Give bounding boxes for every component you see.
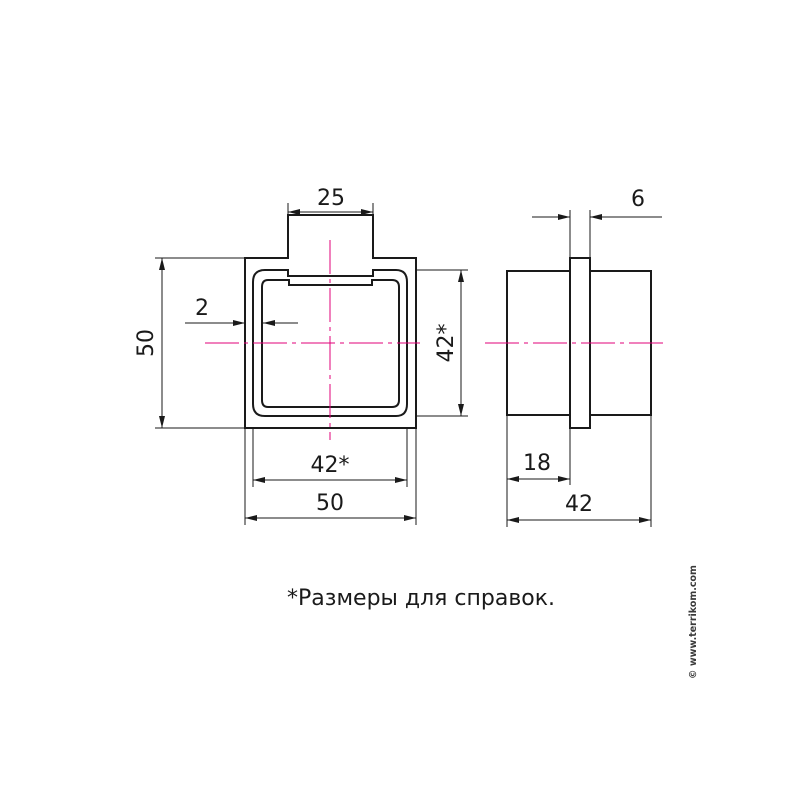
dim-body-offset: 18 <box>506 415 571 527</box>
dim-offset-label: 18 <box>523 451 551 476</box>
dim-inner-width-label: 42* <box>311 453 350 478</box>
dim-inner-height-label: 42* <box>434 324 459 363</box>
dim-length-label: 42 <box>565 492 593 517</box>
front-view: 25 2 50 42* <box>134 186 468 525</box>
reference-note: *Размеры для справок. <box>287 586 555 611</box>
dim-top-width: 25 <box>287 186 374 215</box>
dim-total-length: 42 <box>507 415 652 527</box>
dim-outer-height: 50 <box>134 257 245 429</box>
copyright-text: © www.terrikom.com <box>688 565 699 679</box>
dim-inner-width: 42* <box>252 428 408 487</box>
dim-flange-label: 6 <box>631 187 645 212</box>
front-inner-contour <box>252 269 408 417</box>
front-outer-contour <box>244 214 417 429</box>
dim-outer-width-label: 50 <box>316 491 344 516</box>
dim-outer-height-label: 50 <box>134 329 159 357</box>
dim-flange-thickness: 6 <box>532 187 662 258</box>
dim-outer-width: 50 <box>244 428 417 525</box>
dim-wall-thickness: 2 <box>185 296 298 326</box>
dim-wall-label: 2 <box>195 296 209 321</box>
dim-inner-height: 42* <box>416 269 468 417</box>
side-view: 6 18 42 <box>485 187 665 527</box>
dim-top-width-label: 25 <box>317 186 345 211</box>
front-hollow-contour <box>261 279 400 408</box>
